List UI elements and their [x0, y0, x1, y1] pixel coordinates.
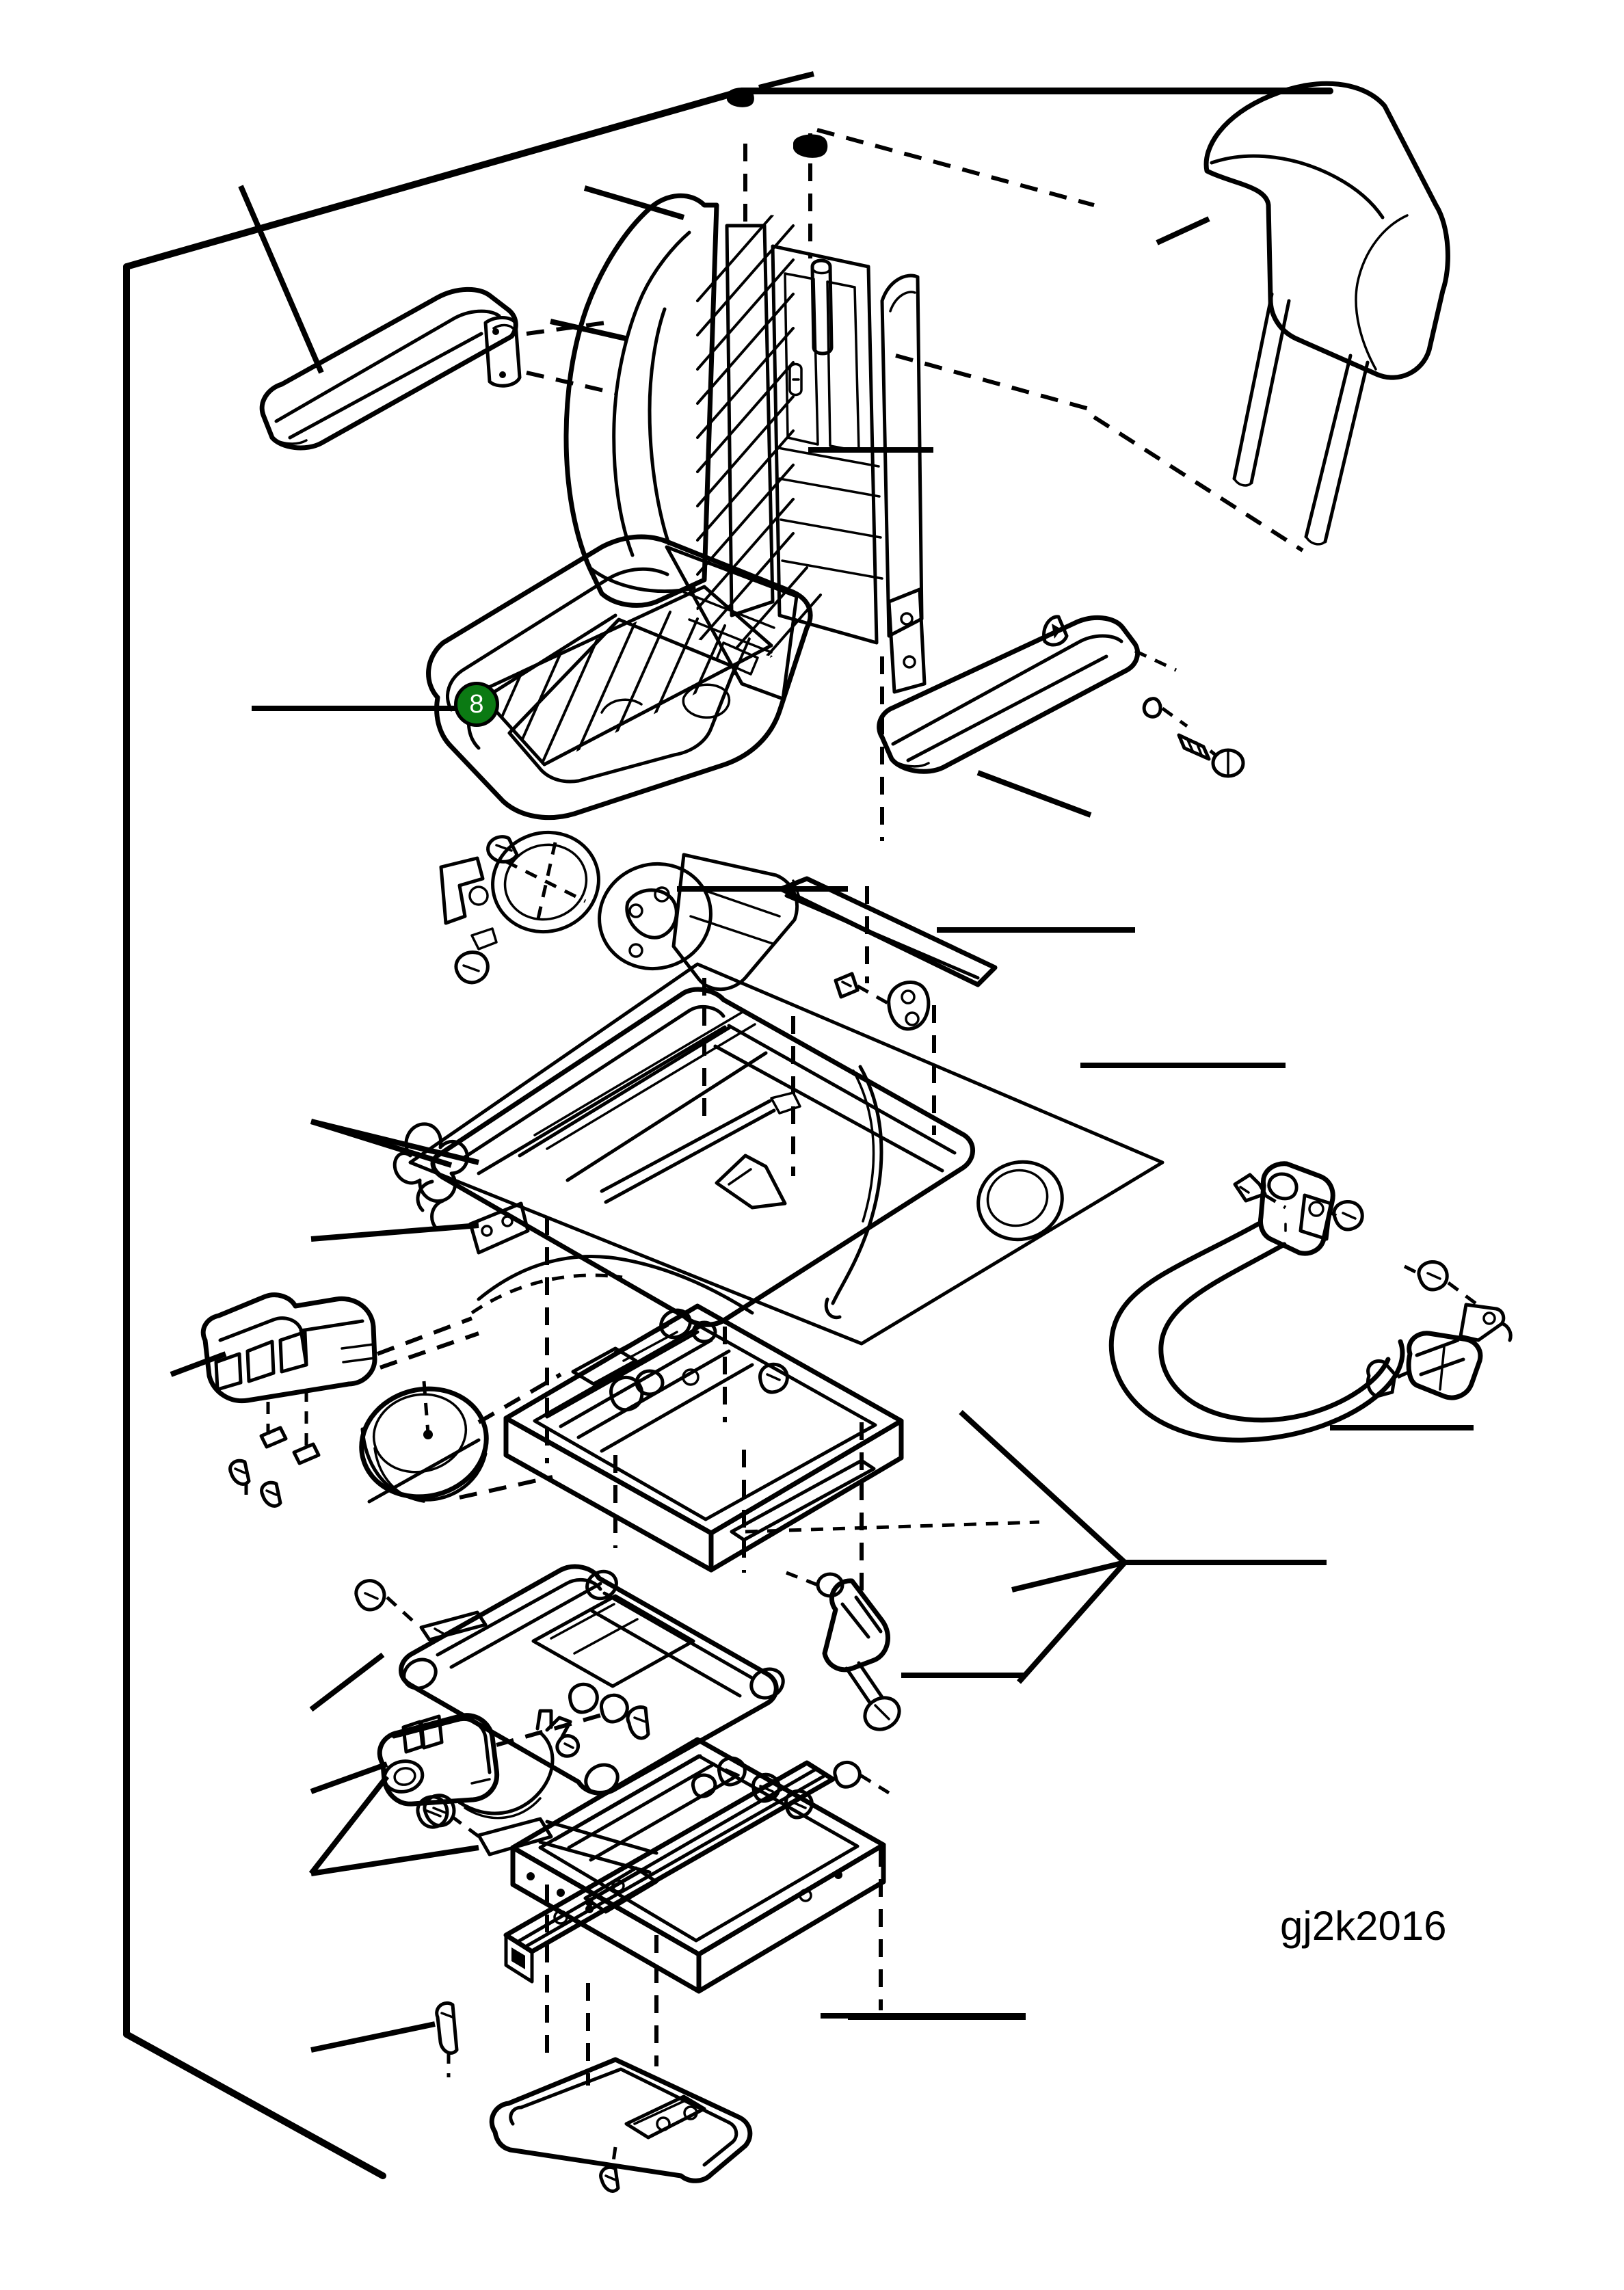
part-headrest	[1093, 81, 1450, 552]
part-seat-back-cushion	[550, 185, 719, 608]
part-slide-rail-lower	[503, 1760, 890, 2086]
leader-junction-right	[959, 1410, 1327, 1684]
part-air-spring	[359, 1372, 562, 1504]
part-control-valve	[170, 1292, 479, 1465]
diagram-border-frame	[123, 88, 1333, 2179]
leader-lines	[310, 927, 1286, 2020]
part-seat-back-frame	[696, 128, 1095, 841]
part-seat-pan-frame	[310, 962, 1286, 1463]
part-base-mount-bracket	[489, 2013, 1026, 2193]
part-seat-cushion	[252, 534, 813, 820]
part-armrest-left	[238, 185, 616, 451]
part-seat-belt	[1108, 1161, 1513, 1443]
part-slide-rail-upper	[503, 1303, 1040, 1593]
part-armrest-right	[877, 615, 1245, 818]
diagram-code-label: gj2k2016	[1280, 1903, 1447, 1949]
part-mount-pins	[310, 2001, 459, 2077]
callout-8-circle[interactable]: 8	[454, 682, 499, 727]
part-small-hardware	[228, 1459, 282, 1508]
part-compressor-motor	[308, 1709, 602, 1876]
part-headrest-guide-caps	[727, 71, 828, 158]
callout-8-number: 8	[469, 690, 484, 719]
part-hydraulic-hose	[470, 1065, 883, 1320]
part-recliner-mechanism	[439, 830, 848, 991]
part-shock-absorber	[786, 1571, 1026, 1731]
part-back-trim-bar	[778, 876, 998, 1135]
